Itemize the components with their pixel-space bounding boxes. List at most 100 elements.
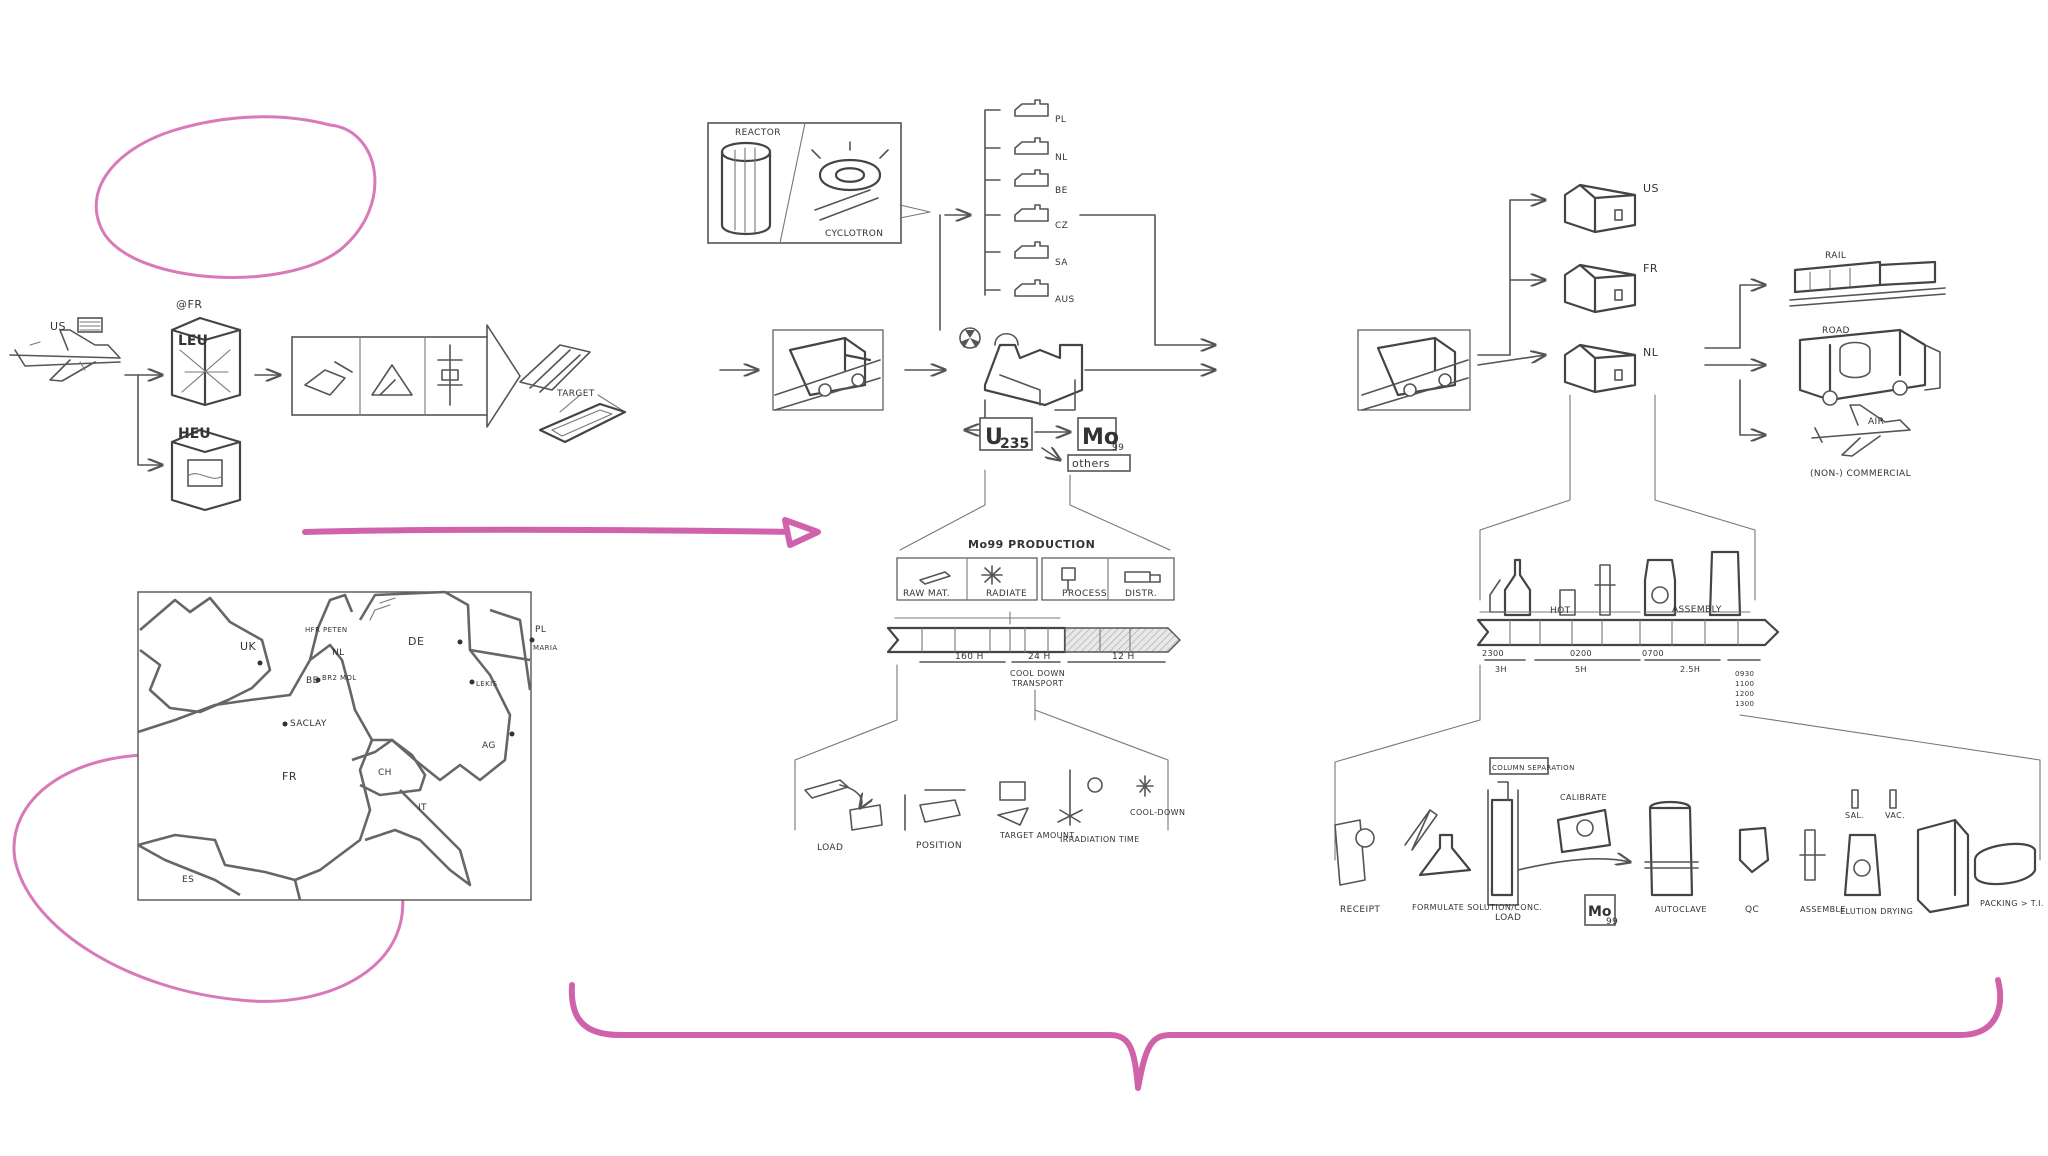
- map-pl-label: PL: [535, 625, 546, 635]
- late-time-1100: 1100: [1735, 680, 1754, 688]
- step-load-right: LOAD: [1495, 913, 1521, 923]
- mo99-box: [1077, 417, 1117, 451]
- map-uk-label: UK: [240, 640, 257, 653]
- truck-icon-right: [1357, 329, 1471, 411]
- mo-timeline-bar: [886, 611, 1181, 663]
- step-vac: VAC.: [1885, 811, 1905, 820]
- leu-container-icon: [170, 316, 242, 407]
- right-mo-mass: 99: [1606, 917, 1618, 927]
- map-ch-label: CH: [378, 768, 392, 778]
- map-city-maria: MARIA: [533, 644, 558, 652]
- map-it-label: IT: [418, 803, 427, 813]
- step-elution-drying: ELUTION DRYING: [1840, 907, 1913, 916]
- map-de-label: DE: [408, 635, 424, 648]
- dist-country-us: US: [1643, 182, 1659, 195]
- mo-production-steps: [896, 557, 1175, 601]
- isotope-u-label: U: [985, 425, 1003, 450]
- origin-fr-label: @FR: [176, 298, 202, 311]
- isotope-mo-label: Mo: [1082, 425, 1119, 450]
- us-flag-icon: [77, 317, 103, 333]
- processing-plant-icon: [959, 327, 1084, 407]
- timeline-cooldown: COOL DOWN: [1010, 669, 1065, 678]
- plant-country-aus: AUS: [1055, 295, 1075, 305]
- airplane-icon: [9, 329, 121, 382]
- hot-time-2300: 2300: [1482, 649, 1504, 658]
- hot-duration-3h: 3H: [1495, 665, 1507, 674]
- truck-icon-middle: [772, 329, 884, 411]
- step-qc: QC: [1745, 905, 1759, 915]
- plant-country-be: BE: [1055, 186, 1068, 196]
- plant-country-nl: NL: [1055, 153, 1068, 163]
- sub-steps-right-icons: [1334, 757, 2037, 914]
- country-plants-list: [944, 99, 1049, 297]
- map-ag-label: AG: [482, 741, 496, 751]
- step-load: LOAD: [817, 843, 843, 853]
- step-autoclave: AUTOCLAVE: [1655, 905, 1707, 914]
- isotope-others-label: others: [1072, 457, 1110, 470]
- distribution-plants: [1563, 183, 1637, 394]
- mo-step-radiate: RADIATE: [986, 589, 1027, 599]
- mo-production-title: Mo99 PRODUCTION: [968, 538, 1095, 551]
- assembly-label: ASSEMBLY: [1672, 605, 1722, 615]
- dist-country-nl: NL: [1643, 346, 1659, 359]
- hot-timeline-bar: [1476, 611, 1780, 661]
- target-label: TARGET: [556, 389, 595, 399]
- hot-time-0200: 0200: [1570, 649, 1592, 658]
- pink-brace: [568, 977, 2004, 1091]
- hot-cell-icons: [1489, 550, 1742, 617]
- late-time-1200: 1200: [1735, 690, 1754, 698]
- heu-label: HEU: [178, 426, 211, 442]
- map-location-dots: [257, 637, 535, 737]
- cargo-plane-icon: [1811, 404, 1911, 457]
- step-calibrate: CALIBRATE: [1560, 793, 1607, 802]
- step-position: POSITION: [916, 841, 962, 851]
- fabrication-steps-box: [291, 324, 521, 428]
- leu-label: LEU: [178, 333, 208, 349]
- right-mo99-box: [1584, 894, 1616, 926]
- late-time-0930: 0930: [1735, 670, 1754, 678]
- timeline-transport: TRANSPORT: [1011, 679, 1063, 688]
- reactor-label: REACTOR: [735, 128, 781, 138]
- timeline-160h: 160 H: [955, 652, 984, 662]
- map-fr-label: FR: [282, 770, 297, 783]
- mo-step-process: PROCESS: [1062, 589, 1107, 599]
- late-time-1300: 1300: [1735, 700, 1754, 708]
- sub-steps-left-icons: [804, 769, 1154, 831]
- heu-container-icon: [170, 428, 242, 512]
- reactor-cyclotron-box: [707, 122, 931, 244]
- hot-duration-2-5h: 2.5H: [1680, 665, 1700, 674]
- dist-country-fr: FR: [1643, 262, 1658, 275]
- step-target-amount: TARGET AMOUNT: [999, 831, 1075, 840]
- transport-rail: RAIL: [1825, 251, 1846, 261]
- mo-step-raw-mat: RAW MAT.: [903, 589, 950, 599]
- timeline-24h: 24 H: [1028, 652, 1051, 662]
- europe-map: [137, 590, 532, 901]
- step-irradiation-time: IRRADIATION TIME: [1060, 835, 1140, 844]
- step-assemble: ASSEMBLE: [1800, 905, 1846, 914]
- step-formulate: FORMULATE SOLUTION/CONC.: [1412, 903, 1542, 912]
- map-nl-label: NL: [332, 648, 345, 658]
- plant-country-pl: PL: [1055, 115, 1066, 125]
- hot-label: HOT: [1550, 606, 1571, 616]
- hot-time-0700: 0700: [1642, 649, 1664, 658]
- map-city-br2: BR2 MOL: [322, 674, 357, 682]
- step-receipt: RECEIPT: [1340, 905, 1380, 915]
- cyclotron-label: CYCLOTRON: [825, 229, 883, 239]
- road-truck-icon: [1798, 328, 1941, 406]
- map-be-label: BE: [306, 676, 319, 686]
- u235-box: [979, 417, 1033, 451]
- target-plates-icon: [519, 344, 627, 444]
- hot-duration-5h: 5H: [1575, 665, 1587, 674]
- map-city-lekis: LEKIS: [476, 680, 498, 688]
- origin-us-label: US: [50, 320, 66, 333]
- map-city-saclay: SACLAY: [290, 719, 327, 729]
- plant-country-cz: CZ: [1055, 221, 1068, 231]
- mo-step-distr: DISTR.: [1125, 589, 1157, 599]
- map-es-label: ES: [182, 875, 194, 885]
- map-city-hfr: HFR PETEN: [305, 626, 348, 634]
- step-column-separation: COLUMN SEPARATION: [1492, 764, 1575, 772]
- train-icon: [1789, 260, 1946, 307]
- transport-road: ROAD: [1822, 326, 1850, 336]
